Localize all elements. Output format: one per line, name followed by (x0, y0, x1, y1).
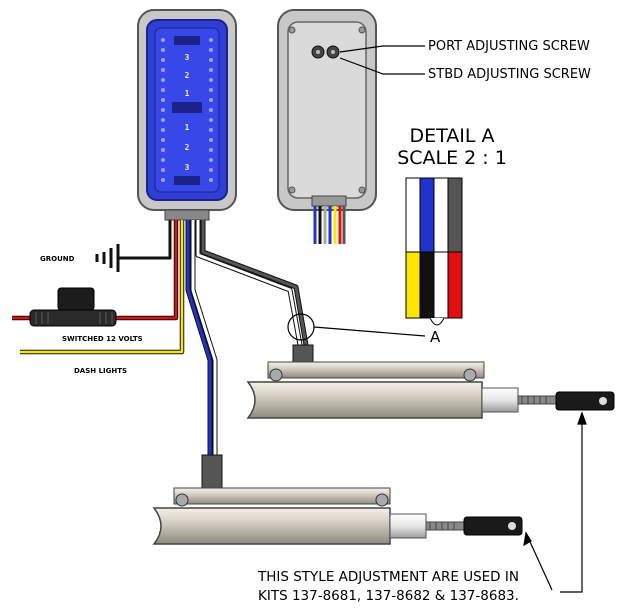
detail-title: DETAIL A (410, 125, 495, 147)
wiring-harness (20, 220, 309, 455)
adjusting-screws (311, 45, 340, 59)
screw-callouts (339, 45, 425, 75)
port-adjusting-screw-label: PORT ADJUSTING SCREW (428, 39, 590, 54)
indicator-panel-front: 3 2 1 1 2 3 (137, 9, 237, 221)
dash-lights-label: DASH LIGHTS (74, 367, 127, 375)
stbd-adjusting-screw-label: STBD ADJUSTING SCREW (428, 67, 591, 82)
scale-label-down-1: 1 (185, 123, 190, 132)
led-column-left (161, 38, 165, 182)
back-wire-bundle (313, 206, 346, 244)
detail-a-wire-closeup (405, 177, 463, 326)
scale-label-down-2: 2 (185, 143, 190, 152)
scale-label-up-3: 3 (185, 53, 190, 62)
kit-note-line-1: THIS STYLE ADJUSTMENT ARE USED IN (257, 569, 519, 585)
scale-label-up-1: 1 (185, 89, 190, 98)
indicator-scale: 3 2 1 1 2 3 (172, 36, 202, 185)
detail-scale: SCALE 2 : 1 (397, 147, 507, 169)
ground-label: GROUND (40, 255, 75, 263)
kit-note-leaders (523, 411, 587, 593)
kit-note-line-2: KITS 137-8681, 137-8682 & 137-8683. (258, 588, 519, 604)
lower-trim-cylinder (152, 454, 523, 545)
switched-12v-label: SWITCHED 12 VOLTS (62, 335, 143, 343)
scale-label-up-2: 2 (185, 71, 190, 80)
indicator-panel-back (277, 9, 377, 244)
scale-label-down-3: 3 (185, 163, 190, 172)
fuse-holder-icon (12, 287, 118, 327)
detail-a-callout-label: A (430, 328, 441, 346)
led-column-right (209, 38, 213, 182)
detail-a-marker (287, 313, 426, 341)
ground-symbol-icon (95, 244, 120, 272)
upper-trim-cylinder (246, 344, 615, 419)
